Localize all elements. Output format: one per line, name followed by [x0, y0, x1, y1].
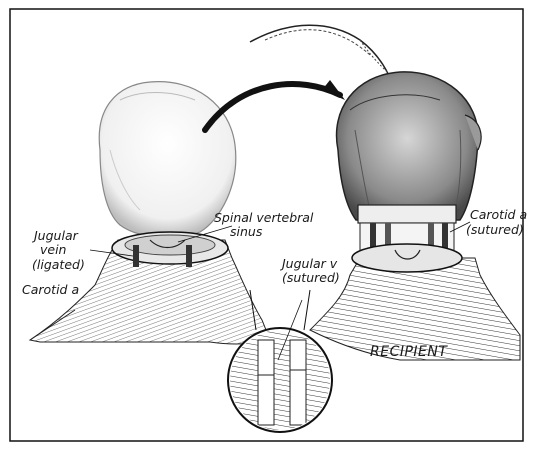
label-recipient: RECIPIENT: [370, 344, 448, 360]
label-spinal-vertebral-line1: Spinal vertebral: [214, 210, 314, 225]
label-carotid-right-line2: (sutured): [466, 222, 524, 237]
label-jugular-sutured-line1: Jugular v: [279, 256, 338, 271]
head-collar: [358, 205, 456, 223]
label-jugular-sutured-line2: (sutured): [282, 270, 340, 285]
label-spinal-vertebral-line2: sinus: [230, 224, 263, 239]
label-jugular-vein-line1: Jugular: [31, 228, 79, 243]
label-jugular-vein-line2: vein: [40, 242, 67, 257]
label-carotid-left: Carotid a: [22, 282, 79, 297]
left-jugular-vessel: [133, 245, 139, 267]
left-carotid-vessel: [186, 245, 192, 267]
label-carotid-right-line1: Carotid a: [470, 207, 527, 222]
label-jugular-vein-line3: (ligated): [32, 257, 85, 272]
recipient-neck-junction: [352, 223, 462, 272]
grafted-head: [337, 72, 482, 223]
